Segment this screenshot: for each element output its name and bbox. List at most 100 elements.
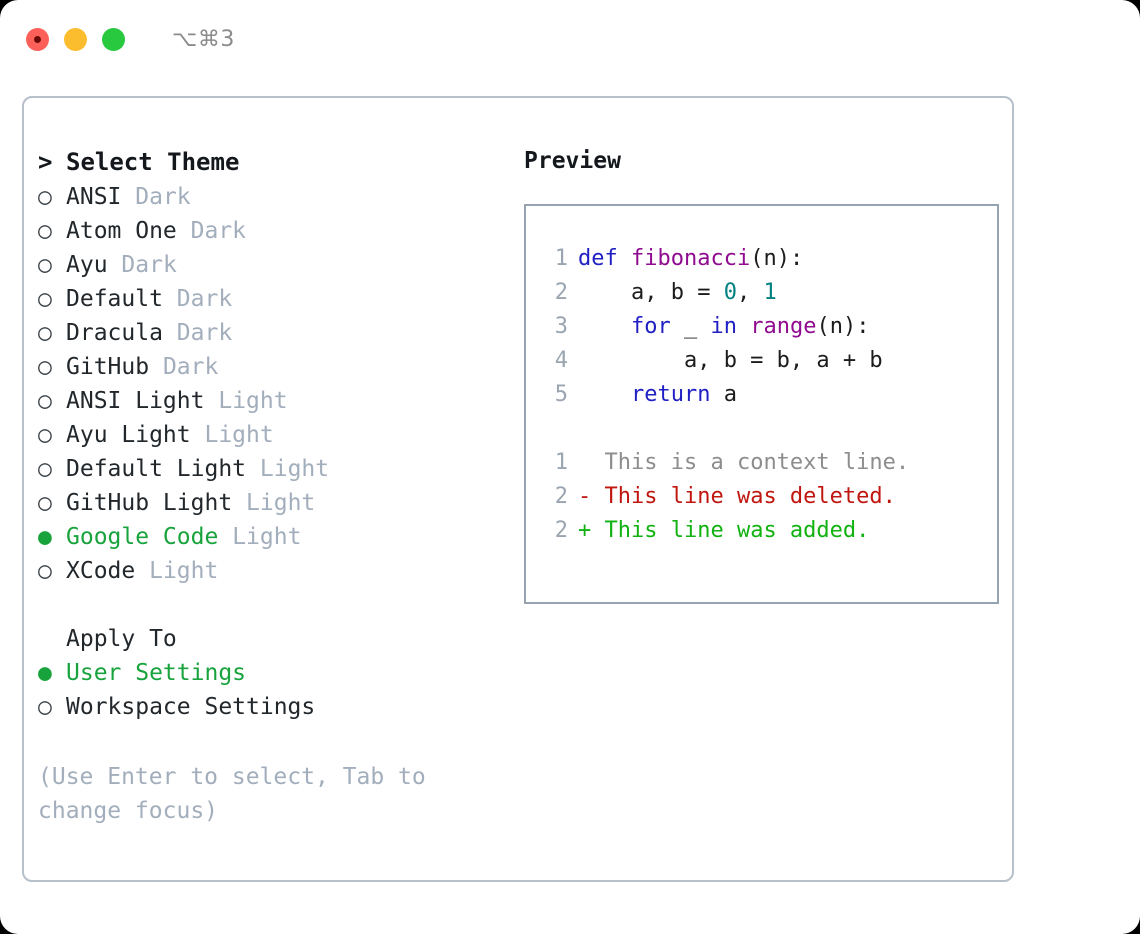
code-line: 2 a, b = 0, 1	[540, 276, 997, 310]
radio-icon[interactable]: ○	[38, 218, 52, 244]
apply-to-option-label: User Settings	[66, 660, 247, 686]
line-number: 1	[554, 450, 568, 475]
theme-picker-column: > Select Theme ○ ANSI Dark ○Atom One Dark…	[38, 144, 500, 880]
line-number: 2	[554, 484, 568, 509]
radio-icon[interactable]: ○	[38, 422, 52, 448]
theme-option-ayu-dark[interactable]: ○ Ayu Dark	[38, 248, 500, 282]
radio-icon[interactable]: ○	[38, 320, 52, 346]
theme-option-github-light[interactable]: ○ GitHub Light Light	[38, 486, 500, 520]
theme-kind-badge: Light	[218, 388, 288, 414]
theme-option-github-dark[interactable]: ○GitHub Dark	[38, 350, 500, 384]
radio-icon[interactable]: ○	[38, 558, 52, 584]
theme-option-google-code-light[interactable]: ●Google Code Light	[38, 520, 500, 554]
theme-name: Default	[66, 286, 163, 312]
diff-line-added: 2+ This line was added.	[540, 514, 997, 548]
theme-option-ayu-light[interactable]: ○ Ayu Light Light	[38, 418, 500, 452]
apply-to-indent	[38, 622, 66, 656]
theme-name: XCode	[66, 558, 136, 584]
diff-line-deleted: 2- This line was deleted.	[540, 480, 997, 514]
theme-name: ANSI	[66, 184, 122, 210]
theme-option-ansi-dark[interactable]: ○ ANSI Dark	[38, 180, 500, 214]
diff-text: This line was deleted.	[604, 484, 896, 509]
apply-to-option-workspace-settings[interactable]: ○Workspace Settings	[38, 690, 500, 724]
code-token: a	[710, 382, 737, 407]
theme-name: ANSI Light	[66, 388, 205, 414]
minimize-window-button[interactable]	[64, 27, 87, 51]
apply-to-option-user-settings[interactable]: ● User Settings	[38, 656, 500, 690]
theme-kind-badge: Dark	[190, 218, 247, 244]
theme-kind-badge: Light	[232, 524, 302, 550]
theme-kind-badge: Dark	[176, 320, 233, 346]
diff-marker: -	[578, 484, 605, 509]
code-token: return	[630, 382, 711, 407]
radio-icon[interactable]: ○	[38, 490, 52, 516]
radio-icon[interactable]: ○	[38, 184, 52, 210]
code-token: range	[750, 314, 817, 339]
keyboard-shortcut-label: ⌥⌘3	[172, 26, 235, 52]
apply-to-heading: Apply To	[38, 622, 500, 656]
theme-name: GitHub Light	[66, 490, 233, 516]
code-token: _	[670, 314, 711, 339]
diff-marker	[578, 450, 605, 475]
theme-option-default-dark[interactable]: ○ Default Dark	[38, 282, 500, 316]
theme-picker-heading-label: Select Theme	[66, 148, 240, 176]
apply-to-label: Apply To	[66, 626, 177, 652]
theme-name: Ayu Light	[66, 422, 191, 448]
close-window-button[interactable]	[26, 27, 49, 51]
theme-name: Ayu	[66, 252, 108, 278]
theme-name: Dracula	[66, 320, 163, 346]
code-token: for	[630, 314, 671, 339]
radio-icon[interactable]: ○	[38, 694, 52, 720]
code-token: (n):	[816, 314, 870, 339]
theme-kind-badge: Dark	[121, 252, 177, 278]
code-token: (n):	[750, 246, 804, 271]
code-token: a, b =	[578, 280, 724, 305]
maximize-window-button[interactable]	[102, 27, 125, 51]
radio-icon[interactable]: ○	[38, 456, 52, 482]
theme-name: Default Light	[66, 456, 247, 482]
main-panel: > Select Theme ○ ANSI Dark ○Atom One Dark…	[22, 96, 1014, 882]
line-number: 1	[554, 246, 568, 271]
code-token: a, b = b, a + b	[578, 348, 883, 373]
spacer	[38, 588, 500, 622]
line-number: 2	[554, 280, 568, 305]
code-token: ,	[736, 280, 764, 305]
line-number: 3	[554, 314, 568, 339]
radio-icon-selected[interactable]: ●	[38, 524, 52, 550]
radio-icon[interactable]: ○	[38, 388, 52, 414]
preview-spacer	[540, 412, 997, 446]
theme-option-xcode-light[interactable]: ○XCode Light	[38, 554, 500, 588]
code-token: 0	[723, 280, 737, 305]
code-token: 1	[763, 280, 777, 305]
code-line: 4 a, b = b, a + b	[540, 344, 997, 378]
hint-line-2: change focus)	[38, 798, 219, 824]
titlebar: ⌥⌘3	[0, 0, 1140, 78]
theme-option-ansi-light[interactable]: ○ ANSI Light Light	[38, 384, 500, 418]
theme-kind-badge: Light	[246, 490, 316, 516]
radio-icon-selected[interactable]: ●	[38, 660, 52, 686]
code-token	[578, 314, 631, 339]
code-token: in	[710, 314, 737, 339]
theme-option-default-light[interactable]: ○Default Light Light	[38, 452, 500, 486]
code-line: 5 return a	[540, 378, 997, 412]
hint-block: (Use Enter to select, Tab to change focu…	[38, 760, 500, 828]
theme-kind-badge: Dark	[135, 184, 191, 210]
line-number: 5	[554, 382, 568, 407]
theme-kind-badge: Dark	[176, 286, 233, 312]
radio-icon[interactable]: ○	[38, 252, 52, 278]
window-controls	[26, 27, 125, 51]
radio-icon[interactable]: ○	[38, 354, 52, 380]
code-token: def	[578, 246, 631, 271]
radio-icon[interactable]: ○	[38, 286, 52, 312]
line-number: 2	[554, 518, 568, 543]
theme-option-dracula-dark[interactable]: ○ Dracula Dark	[38, 316, 500, 350]
theme-picker-heading: > Select Theme	[38, 144, 500, 180]
code-token	[578, 382, 631, 407]
hint-line-1: (Use Enter to select, Tab to	[38, 764, 426, 790]
theme-option-atom-one-dark[interactable]: ○Atom One Dark	[38, 214, 500, 248]
diff-text: This line was added.	[604, 518, 870, 543]
theme-kind-badge: Light	[204, 422, 274, 448]
